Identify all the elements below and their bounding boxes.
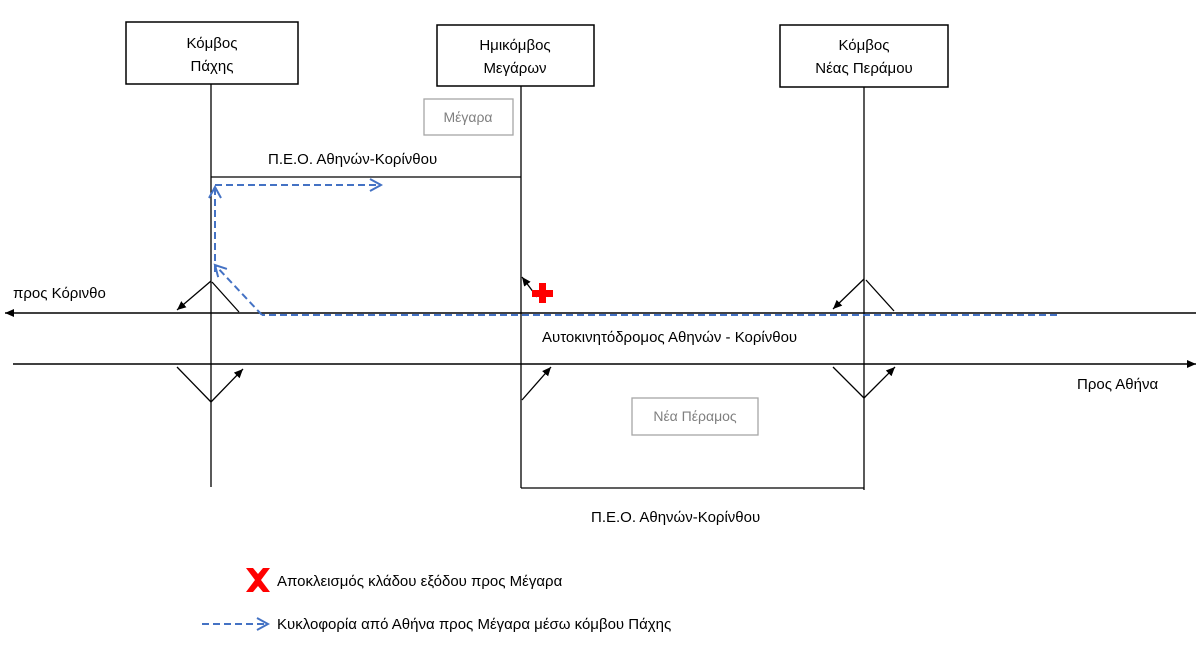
to-athina-label: Προς Αθήνα: [1077, 376, 1158, 393]
closure-cross-icon: [532, 283, 553, 303]
detour-offramp-segment: [215, 265, 263, 316]
node-pachi-line1: Κόμβος: [186, 35, 237, 52]
area-nea-peramos-label: Νέα Πέραμος: [653, 408, 737, 424]
node-megara: Ημικόμβος Μεγάρων: [436, 24, 595, 87]
pachi-ramps: [176, 280, 244, 403]
detour-route: [215, 185, 1057, 316]
node-megara-line2: Μεγάρων: [483, 60, 546, 77]
area-nea-peramos-box: [631, 397, 759, 436]
node-megara-line1: Ημικόμβος: [479, 37, 550, 54]
area-megara-label: Μέγαρα: [443, 109, 492, 125]
motorway-label: Αυτοκινητόδρομος Αθηνών - Κορίνθου: [542, 329, 797, 346]
node-pachi-line2: Πάχης: [191, 58, 234, 75]
node-nea-peramos-line2: Νέας Περάμου: [815, 60, 913, 77]
area-nea-peramos: Νέα Πέραμος: [631, 397, 759, 436]
node-nea-peramos: Κόμβος Νέας Περάμου: [779, 24, 949, 88]
node-megara-box: [436, 24, 595, 87]
node-nea-peramos-box: [779, 24, 949, 88]
node-pachi: Κόμβος Πάχης: [125, 21, 299, 85]
legend-closure-label: Αποκλεισμός κλάδου εξόδου προς Μέγαρα: [277, 573, 563, 590]
legend: Αποκλεισμός κλάδου εξόδου προς Μέγαρα Κυ…: [202, 568, 671, 633]
area-megara: Μέγαρα: [423, 98, 514, 136]
node-pachi-box: [125, 21, 299, 85]
node-nea-peramos-line1: Κόμβος: [838, 37, 889, 54]
to-korinthos-label: προς Κόρινθο: [13, 285, 106, 302]
nea-peramos-ramps: [832, 278, 896, 399]
area-megara-box: [423, 98, 514, 136]
peo-bottom-label: Π.Ε.Ο. Αθηνών-Κορίνθου: [591, 509, 760, 526]
legend-detour-label: Κυκλοφορία από Αθήνα προς Μέγαρα μέσω κό…: [277, 616, 671, 633]
peo-top-label: Π.Ε.Ο. Αθηνών-Κορίνθου: [268, 151, 437, 168]
legend-closure-icon: [246, 568, 270, 592]
